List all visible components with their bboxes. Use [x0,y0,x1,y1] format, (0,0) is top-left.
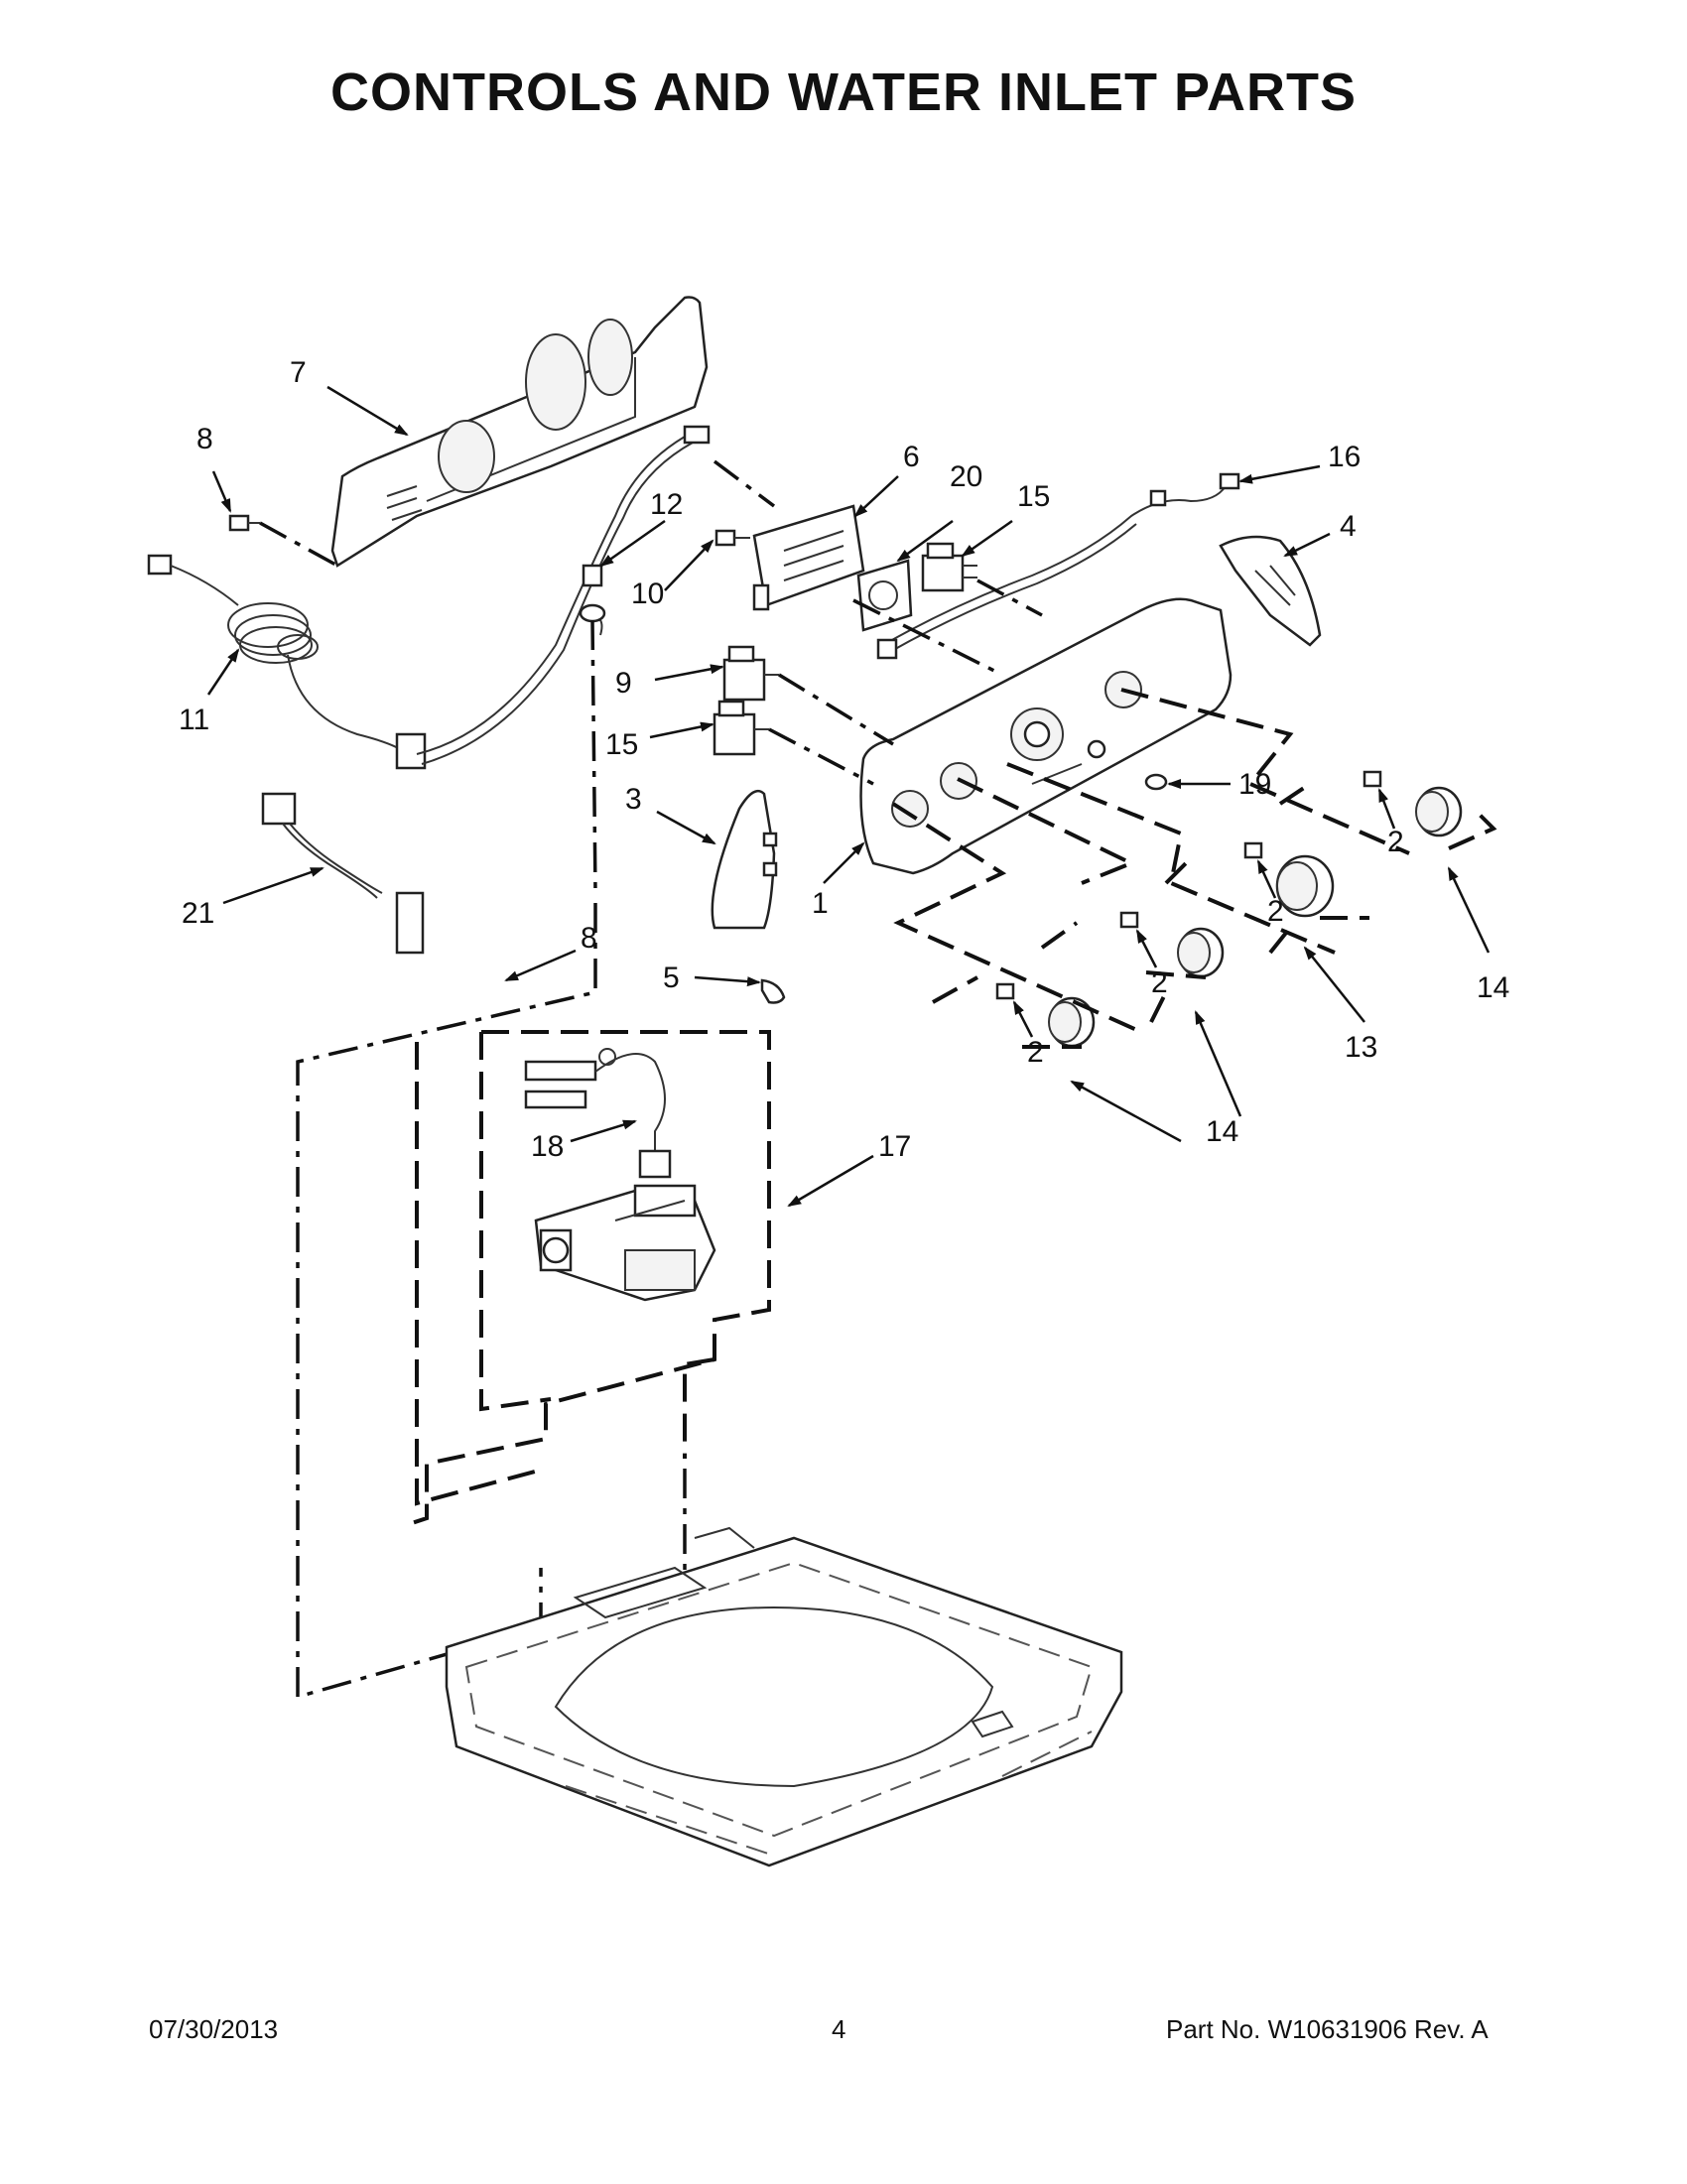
knob-small-1 [995,982,1096,1048]
callout-3: 3 [625,783,642,816]
callout-7: 7 [290,356,307,389]
callout-6: 6 [903,441,920,473]
callout-21: 21 [182,897,214,930]
callout-1: 1 [812,887,829,920]
callout-20: 20 [950,460,982,493]
page-title: CONTROLS AND WATER INLET PARTS [330,63,1357,122]
callout-12: 12 [650,488,683,521]
callout-11: 11 [179,704,209,736]
switch-upper [921,542,977,592]
footer-date: 07/30/2013 [149,2014,279,2044]
callout-2-d: 2 [1387,826,1404,858]
callout-8-lower: 8 [581,922,597,955]
water-valve-enclosure [411,1030,771,1525]
footer-page-number: 4 [832,2014,846,2044]
screw-board [714,529,750,547]
control-board [752,504,865,611]
knob-large [1243,841,1335,918]
callout-2-c: 2 [1267,895,1284,928]
knob-guide-lines [891,688,1497,1049]
callout-14-lower: 14 [1206,1115,1238,1148]
knob-small-3 [1363,770,1463,837]
water-inlet-valve [534,1184,716,1302]
callout-numbers: 7 8 12 10 11 6 20 15 16 4 9 15 3 1 21 8 … [179,356,1509,1163]
footer-part-number: Part No. W10631906 Rev. A [1166,2014,1489,2044]
wire-harness-main [416,425,711,765]
callout-10: 10 [631,578,664,610]
power-cord [147,554,427,770]
console-end-cap [1219,535,1322,647]
plug [1144,773,1168,791]
console-side-panel [711,789,778,930]
switch-15-lower [713,700,769,756]
knob-small-2 [1119,911,1225,978]
callout-13: 13 [1345,1031,1377,1064]
harness-16 [876,472,1240,660]
callout-18: 18 [531,1130,564,1163]
callout-15-lower: 15 [605,728,638,761]
callout-2-b: 2 [1151,966,1168,999]
control-console [859,597,1233,875]
callout-15-upper: 15 [1017,480,1050,513]
callout-16: 16 [1328,441,1361,473]
console-rear-cover [330,296,709,568]
callout-19: 19 [1238,768,1271,801]
callout-5: 5 [663,962,680,994]
callout-8-top: 8 [196,423,213,455]
callout-9: 9 [615,667,632,700]
connection-dashes [259,459,1043,894]
cabinet-top [445,1526,1123,1867]
clip [760,978,786,1004]
ground-screw [579,564,606,623]
screw-top [228,514,260,532]
valve-harness [524,1048,672,1179]
switch-bracket [856,559,913,632]
callout-2-a: 2 [1027,1036,1044,1069]
switch-9 [722,645,779,702]
callout-4: 4 [1340,510,1357,543]
cabinet-link-dashes [296,903,687,1700]
wire-harness-21 [261,792,425,955]
callout-leaders [206,385,1491,1208]
callout-17: 17 [878,1130,911,1163]
callout-14-right: 14 [1477,971,1509,1004]
